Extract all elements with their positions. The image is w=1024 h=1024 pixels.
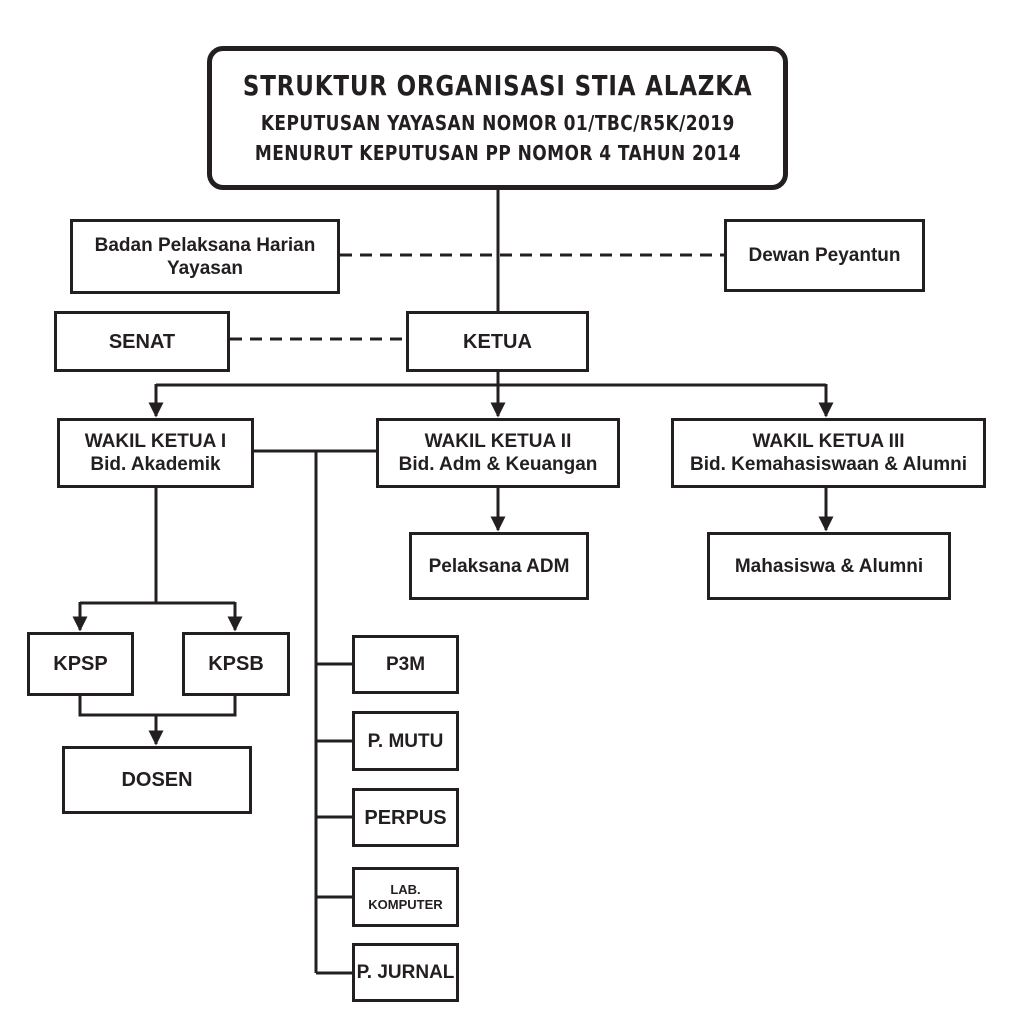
node-wk2-line2: Bid. Adm & Keuangan [398,454,598,475]
node-kpsp-label: KPSP [53,653,108,675]
line-kp-join [78,696,237,717]
node-wakil-ketua-3: WAKIL KETUA III Bid. Kemahasiswaan & Alu… [671,418,986,488]
node-wakil-ketua-2: WAKIL KETUA II Bid. Adm & Keuangan [376,418,620,488]
node-wk1-line2: Bid. Akademik [90,454,221,475]
title-box: STRUKTUR ORGANISASI STIA ALAZKA KEPUTUSA… [207,46,788,190]
node-ketua-label: KETUA [463,330,532,353]
node-senat: SENAT [54,311,230,372]
chart-title: STRUKTUR ORGANISASI STIA ALAZKA [242,68,753,102]
node-dewan-label: Dewan Peyantun [748,245,901,266]
decree-pp: MENURUT KEPUTUSAN PP NOMOR 4 TAHUN 2014 [254,140,741,165]
node-p3m: P3M [352,635,459,694]
node-perpus: PERPUS [352,788,459,847]
node-lab-line2: KOMPUTER [368,897,443,912]
node-p3m-label: P3M [385,654,426,675]
node-mahasiswa-label: Mahasiswa & Alumni [734,555,924,577]
node-mahasiswa-alumni: Mahasiswa & Alumni [707,532,951,600]
node-perpus-label: PERPUS [364,806,447,829]
node-bph-line1: Badan Pelaksana Harian [94,234,316,256]
node-pmutu-label: P. MUTU [367,730,444,752]
node-pelaksana-adm: Pelaksana ADM [409,532,589,600]
node-kpsb: KPSB [182,632,290,696]
node-dosen-label: DOSEN [121,769,193,791]
node-lab-line1: LAB. [390,882,421,897]
node-wk3-line2: Bid. Kemahasiswaan & Alumni [690,454,967,475]
node-pelaksana-label: Pelaksana ADM [428,555,570,577]
node-wk2-line1: WAKIL KETUA II [424,431,572,452]
node-p-mutu: P. MUTU [352,711,459,771]
node-wk1-line1: WAKIL KETUA I [84,431,227,452]
node-kpsb-label: KPSB [208,653,264,675]
node-wk3-line1: WAKIL KETUA III [752,431,905,452]
node-senat-label: SENAT [108,330,176,353]
node-dewan-peyantun: Dewan Peyantun [724,219,925,292]
node-p-jurnal: P. JURNAL [352,943,459,1002]
node-lab-komputer: LAB. KOMPUTER [352,867,459,927]
node-bph: Badan Pelaksana Harian Yayasan [70,219,340,294]
node-ketua: KETUA [406,311,589,372]
node-dosen: DOSEN [62,746,252,814]
decree-yayasan: KEPUTUSAN YAYASAN NOMOR 01/TBC/R5K/2019 [260,110,735,135]
node-kpsp: KPSP [27,632,134,696]
node-pjurnal-label: P. JURNAL [356,962,455,983]
node-wakil-ketua-1: WAKIL KETUA I Bid. Akademik [57,418,254,488]
node-bph-line2: Yayasan [166,257,244,279]
